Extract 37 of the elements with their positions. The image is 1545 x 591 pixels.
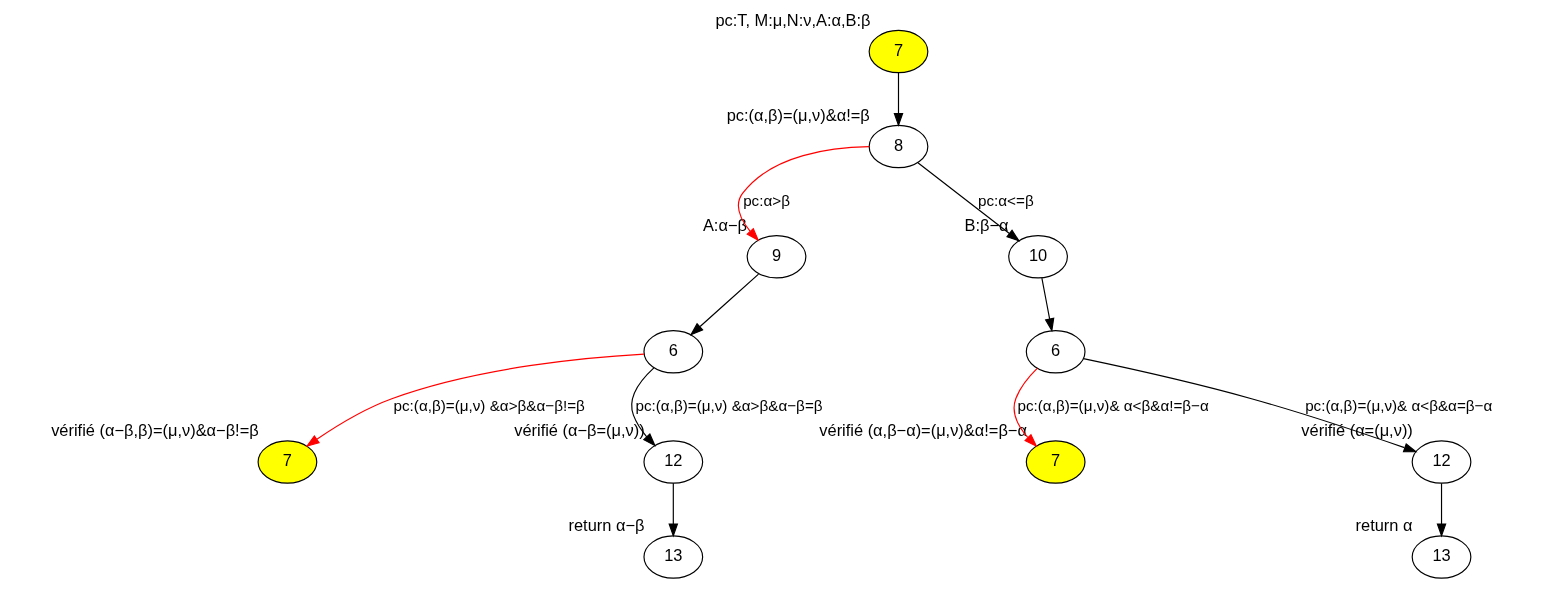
edge-label: pc:α>β (742, 191, 790, 209)
node-label: vérifié (α=(μ,ν)) (1300, 421, 1413, 440)
arrow (1082, 358, 1418, 453)
node-ellipse: 7 (257, 440, 317, 484)
node-ellipse: 12 (642, 440, 703, 484)
edge-label: pc:(α,β)=(μ,ν)& α<β&α!=β−α (1016, 396, 1209, 414)
node-ellipse: 6 (642, 330, 703, 374)
edge-label: pc:(α,β)=(μ,ν)& α<β&α=β−α (1304, 396, 1492, 414)
arrow (1013, 367, 1038, 448)
node-label: pc:T, M:μ,N:ν,A:α,B:β (714, 10, 870, 29)
node-ellipse: 7 (868, 29, 928, 74)
node-ellipse: 10 (1007, 235, 1068, 279)
arrow (630, 367, 656, 447)
node-label: return α (1355, 516, 1413, 535)
edge-label: pc:(α,β)=(μ,ν) &α>β&α−β!=β (393, 396, 585, 414)
node-label: A:α−β (702, 216, 747, 235)
node-ellipse: 7 (1025, 440, 1086, 484)
node-label: return α−β (567, 516, 644, 535)
node-ellipse: 13 (1411, 535, 1471, 579)
arrow (667, 482, 678, 538)
arrow (689, 273, 759, 336)
node-ellipse: 12 (1411, 440, 1471, 484)
node-ellipse: 9 (746, 235, 806, 279)
arrow (916, 162, 1020, 242)
arrow (1436, 482, 1446, 538)
node-ellipse: 8 (868, 124, 928, 169)
node-ellipse: 13 (642, 535, 703, 579)
node-label: vérifié (α−β=(μ,ν)) (513, 421, 645, 440)
edge-label: pc:α<=β (977, 191, 1034, 209)
node-label: pc:(α,β)=(μ,ν)&α!=β (726, 105, 870, 124)
edge-label: pc:(α,β)=(μ,ν) &α>β&α−β=β (634, 396, 823, 414)
arrow (305, 353, 645, 448)
arrow (1040, 277, 1054, 333)
node-label: vérifié (α−β,β)=(μ,ν)&α−β!=β (50, 421, 259, 440)
node-ellipse: 6 (1025, 330, 1086, 374)
arrow (737, 146, 870, 242)
arrow (893, 72, 903, 128)
